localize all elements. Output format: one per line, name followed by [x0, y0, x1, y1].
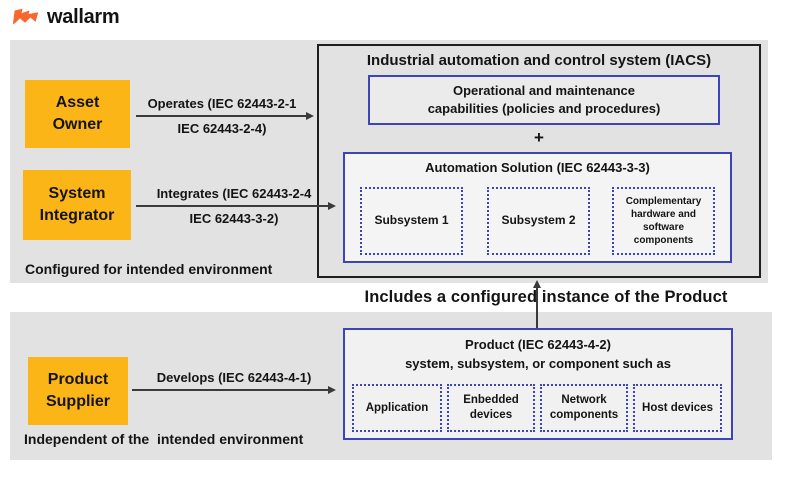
configured-environment-note: Configured for intended environment: [25, 261, 273, 277]
system-integrator-line2: Integrator: [39, 207, 115, 224]
product-to-iacs-arrowhead: [533, 280, 541, 288]
operational-capabilities-line1: Operational and maintenance: [452, 83, 636, 99]
product-supplier-line1: Product: [47, 370, 109, 388]
wallarm-logo-text: wallarm: [47, 6, 120, 28]
plus-sign: +: [534, 128, 544, 147]
product-box-title: Product (IEC 62443-4-2) system, subsyste…: [343, 336, 733, 374]
develops-arrow-label: Develops (IEC 62443-4-1): [156, 370, 312, 385]
subsystem-1-box: Subsystem 1: [360, 187, 463, 255]
host-devices-box: Host devices: [633, 384, 722, 432]
independent-environment-note: Independent of the intended environment: [24, 431, 304, 447]
automation-solution-title: Automation Solution (IEC 62443-3-3): [425, 160, 650, 175]
network-components-box: Network components: [540, 384, 628, 432]
asset-owner-line2: Owner: [52, 116, 103, 133]
iacs-box: [317, 44, 761, 278]
product-to-iacs-arrow-line: [536, 286, 538, 328]
wallarm-logo: wallarm: [12, 6, 120, 29]
wallarm-flag-icon: [12, 8, 39, 25]
system-integrator-line1: System: [48, 184, 106, 202]
system-integrator-box: System Integrator: [23, 170, 131, 240]
product-title-line2: system, subsystem, or component such as: [405, 355, 671, 371]
application-box: Application: [352, 384, 442, 432]
operational-capabilities-line2: capabilities (policies and procedures): [427, 101, 661, 116]
iacs-title: Industrial automation and control system…: [366, 52, 712, 69]
operates-arrowhead: [306, 112, 314, 120]
integrates-arrow-line: [136, 205, 330, 207]
subsystem-2-box: Subsystem 2: [487, 187, 590, 255]
operates-arrow-label-bottom: IEC 62443-2-4): [177, 121, 267, 136]
complementary-components-box: Complementary hardware and software comp…: [612, 187, 715, 255]
product-supplier-box: Product Supplier: [28, 357, 128, 425]
develops-arrow-line: [132, 389, 330, 391]
integrates-arrow-label-bottom: IEC 62443-3-2): [189, 211, 279, 226]
product-supplier-line2: Supplier: [45, 393, 110, 410]
product-title-line1: Product (IEC 62443-4-2): [465, 337, 611, 352]
operates-arrow-line: [136, 115, 308, 117]
integrates-arrow-label-top: Integrates (IEC 62443-2-4: [156, 186, 312, 201]
embedded-devices-box: Enbedded devices: [447, 384, 535, 432]
includes-product-label: Includes a configured instance of the Pr…: [364, 288, 728, 306]
asset-owner-line1: Asset: [55, 93, 100, 111]
integrates-arrowhead: [328, 202, 336, 210]
asset-owner-box: Asset Owner: [25, 80, 130, 148]
operational-capabilities-box: Operational and maintenance capabilities…: [368, 75, 720, 125]
operates-arrow-label-top: Operates (IEC 62443-2-1: [147, 96, 297, 111]
automation-solution-box: [343, 152, 732, 263]
develops-arrowhead: [328, 386, 336, 394]
